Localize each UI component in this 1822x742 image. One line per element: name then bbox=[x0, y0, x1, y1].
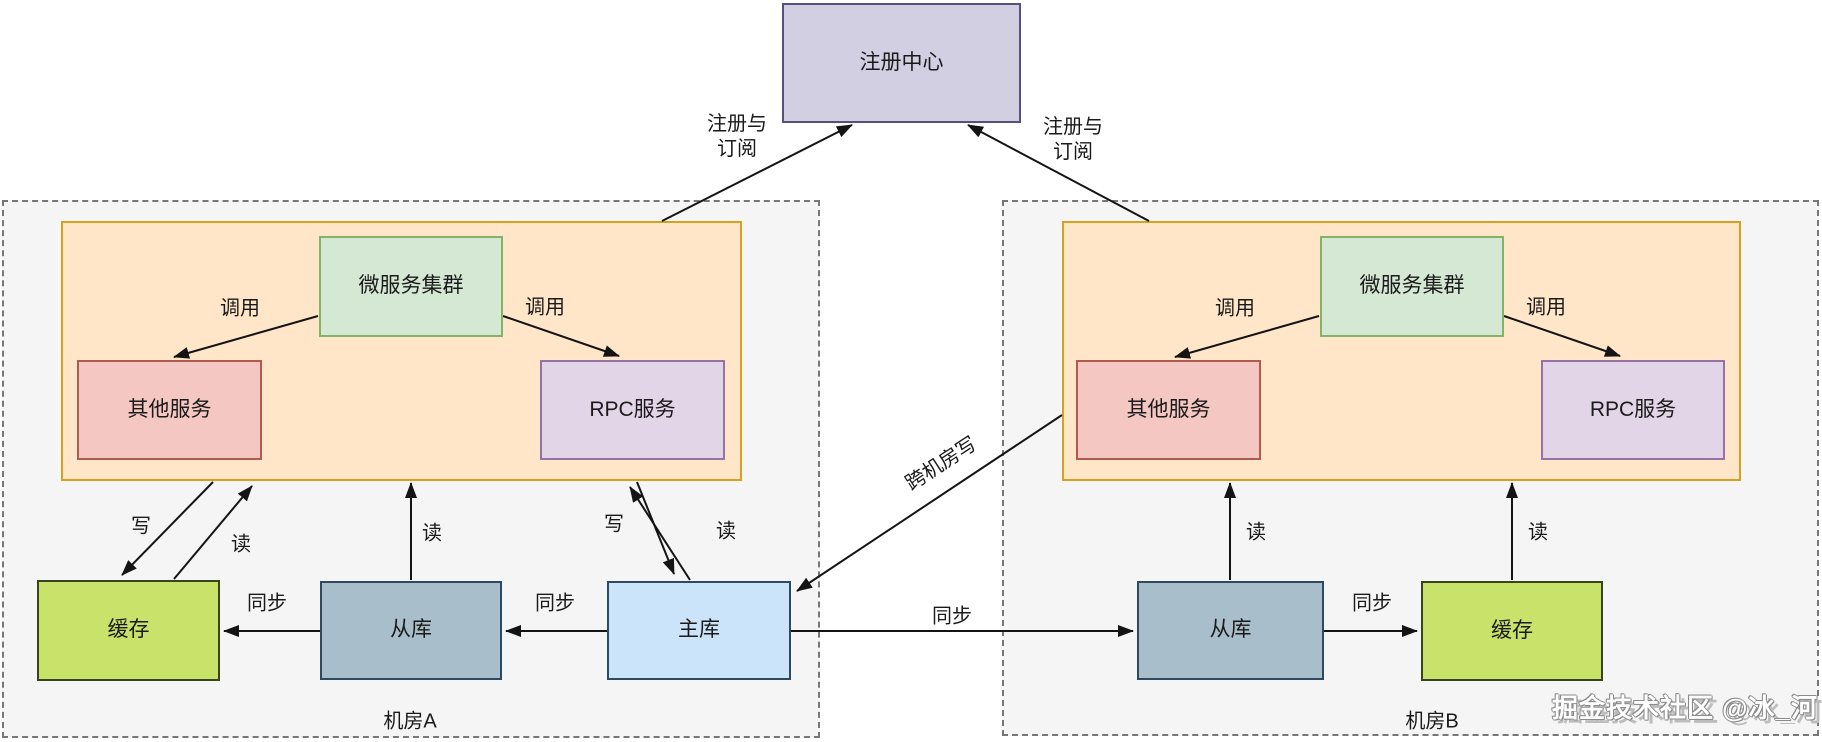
write-label-master: 写 bbox=[604, 513, 624, 536]
slave-db-node-b: 从库 bbox=[1137, 581, 1324, 680]
watermark-text: 掘金技术社区 @冰_河 bbox=[1551, 693, 1818, 723]
registry-node: 注册中心 bbox=[782, 3, 1021, 123]
cluster-label-a: 微服务集群 bbox=[358, 274, 464, 298]
cluster-node-a: 微服务集群 bbox=[319, 236, 503, 337]
register-label-line2-a: 订阅 bbox=[717, 138, 757, 160]
register-label-line1-a: 注册与 bbox=[707, 113, 767, 135]
read-label-slave-a: 读 bbox=[422, 522, 442, 545]
call-label-b-right: 调用 bbox=[1526, 296, 1566, 319]
slave-db-label-a: 从库 bbox=[390, 618, 432, 642]
other-service-node-a: 其他服务 bbox=[77, 360, 262, 460]
other-service-label-b: 其他服务 bbox=[1126, 397, 1211, 421]
registry-label: 注册中心 bbox=[859, 50, 944, 74]
cross-room-write-label: 跨机房写 bbox=[901, 433, 981, 496]
cache-node-a: 缓存 bbox=[37, 580, 220, 681]
rpc-service-node-a: RPC服务 bbox=[540, 360, 725, 460]
cache-node-b: 缓存 bbox=[1421, 581, 1603, 681]
room-b-name: 机房B bbox=[1405, 710, 1459, 733]
rpc-service-label-b: RPC服务 bbox=[1589, 397, 1677, 421]
write-label-cache-a: 写 bbox=[131, 515, 151, 538]
register-label-line2-b: 订阅 bbox=[1053, 141, 1093, 163]
register-subscribe-label-b: 注册与 订阅 bbox=[1043, 115, 1103, 165]
cluster-node-b: 微服务集群 bbox=[1320, 236, 1504, 337]
master-db-node: 主库 bbox=[607, 581, 791, 680]
rpc-service-node-b: RPC服务 bbox=[1541, 360, 1725, 460]
rpc-service-label-a: RPC服务 bbox=[589, 397, 676, 421]
register-label-line1-b: 注册与 bbox=[1043, 116, 1103, 138]
slave-db-label-b: 从库 bbox=[1209, 618, 1252, 642]
slave-db-node-a: 从库 bbox=[320, 581, 502, 680]
other-service-label-a: 其他服务 bbox=[127, 397, 212, 421]
watermark: 掘金技术社区 @冰_河 掘金技术社区 @冰_河 bbox=[1551, 688, 1822, 727]
sync-label-slave-a-cache-a: 同步 bbox=[247, 592, 287, 615]
call-label-a-left: 调用 bbox=[220, 297, 260, 320]
read-label-slave-b: 读 bbox=[1246, 521, 1266, 544]
register-subscribe-label-a: 注册与 订阅 bbox=[707, 112, 767, 162]
room-a-name: 机房A bbox=[383, 710, 437, 733]
watermark-ghost-text: 掘金技术社区 @冰_河 bbox=[1556, 697, 1822, 727]
sync-label-master-slave-a: 同步 bbox=[535, 592, 575, 615]
other-service-node-b: 其他服务 bbox=[1076, 360, 1261, 460]
sync-label-master-slave-b: 同步 bbox=[932, 605, 972, 628]
cache-label-b: 缓存 bbox=[1491, 618, 1533, 642]
sync-label-slave-b-cache-b: 同步 bbox=[1352, 592, 1392, 615]
cache-label-a: 缓存 bbox=[107, 618, 150, 642]
call-label-b-left: 调用 bbox=[1215, 297, 1255, 320]
read-label-cache-b: 读 bbox=[1528, 521, 1548, 544]
read-label-cache-a: 读 bbox=[231, 533, 251, 556]
call-label-a-right: 调用 bbox=[525, 296, 565, 319]
master-db-label: 主库 bbox=[678, 618, 720, 642]
read-label-master: 读 bbox=[716, 520, 736, 543]
cluster-label-b: 微服务集群 bbox=[1359, 274, 1465, 298]
